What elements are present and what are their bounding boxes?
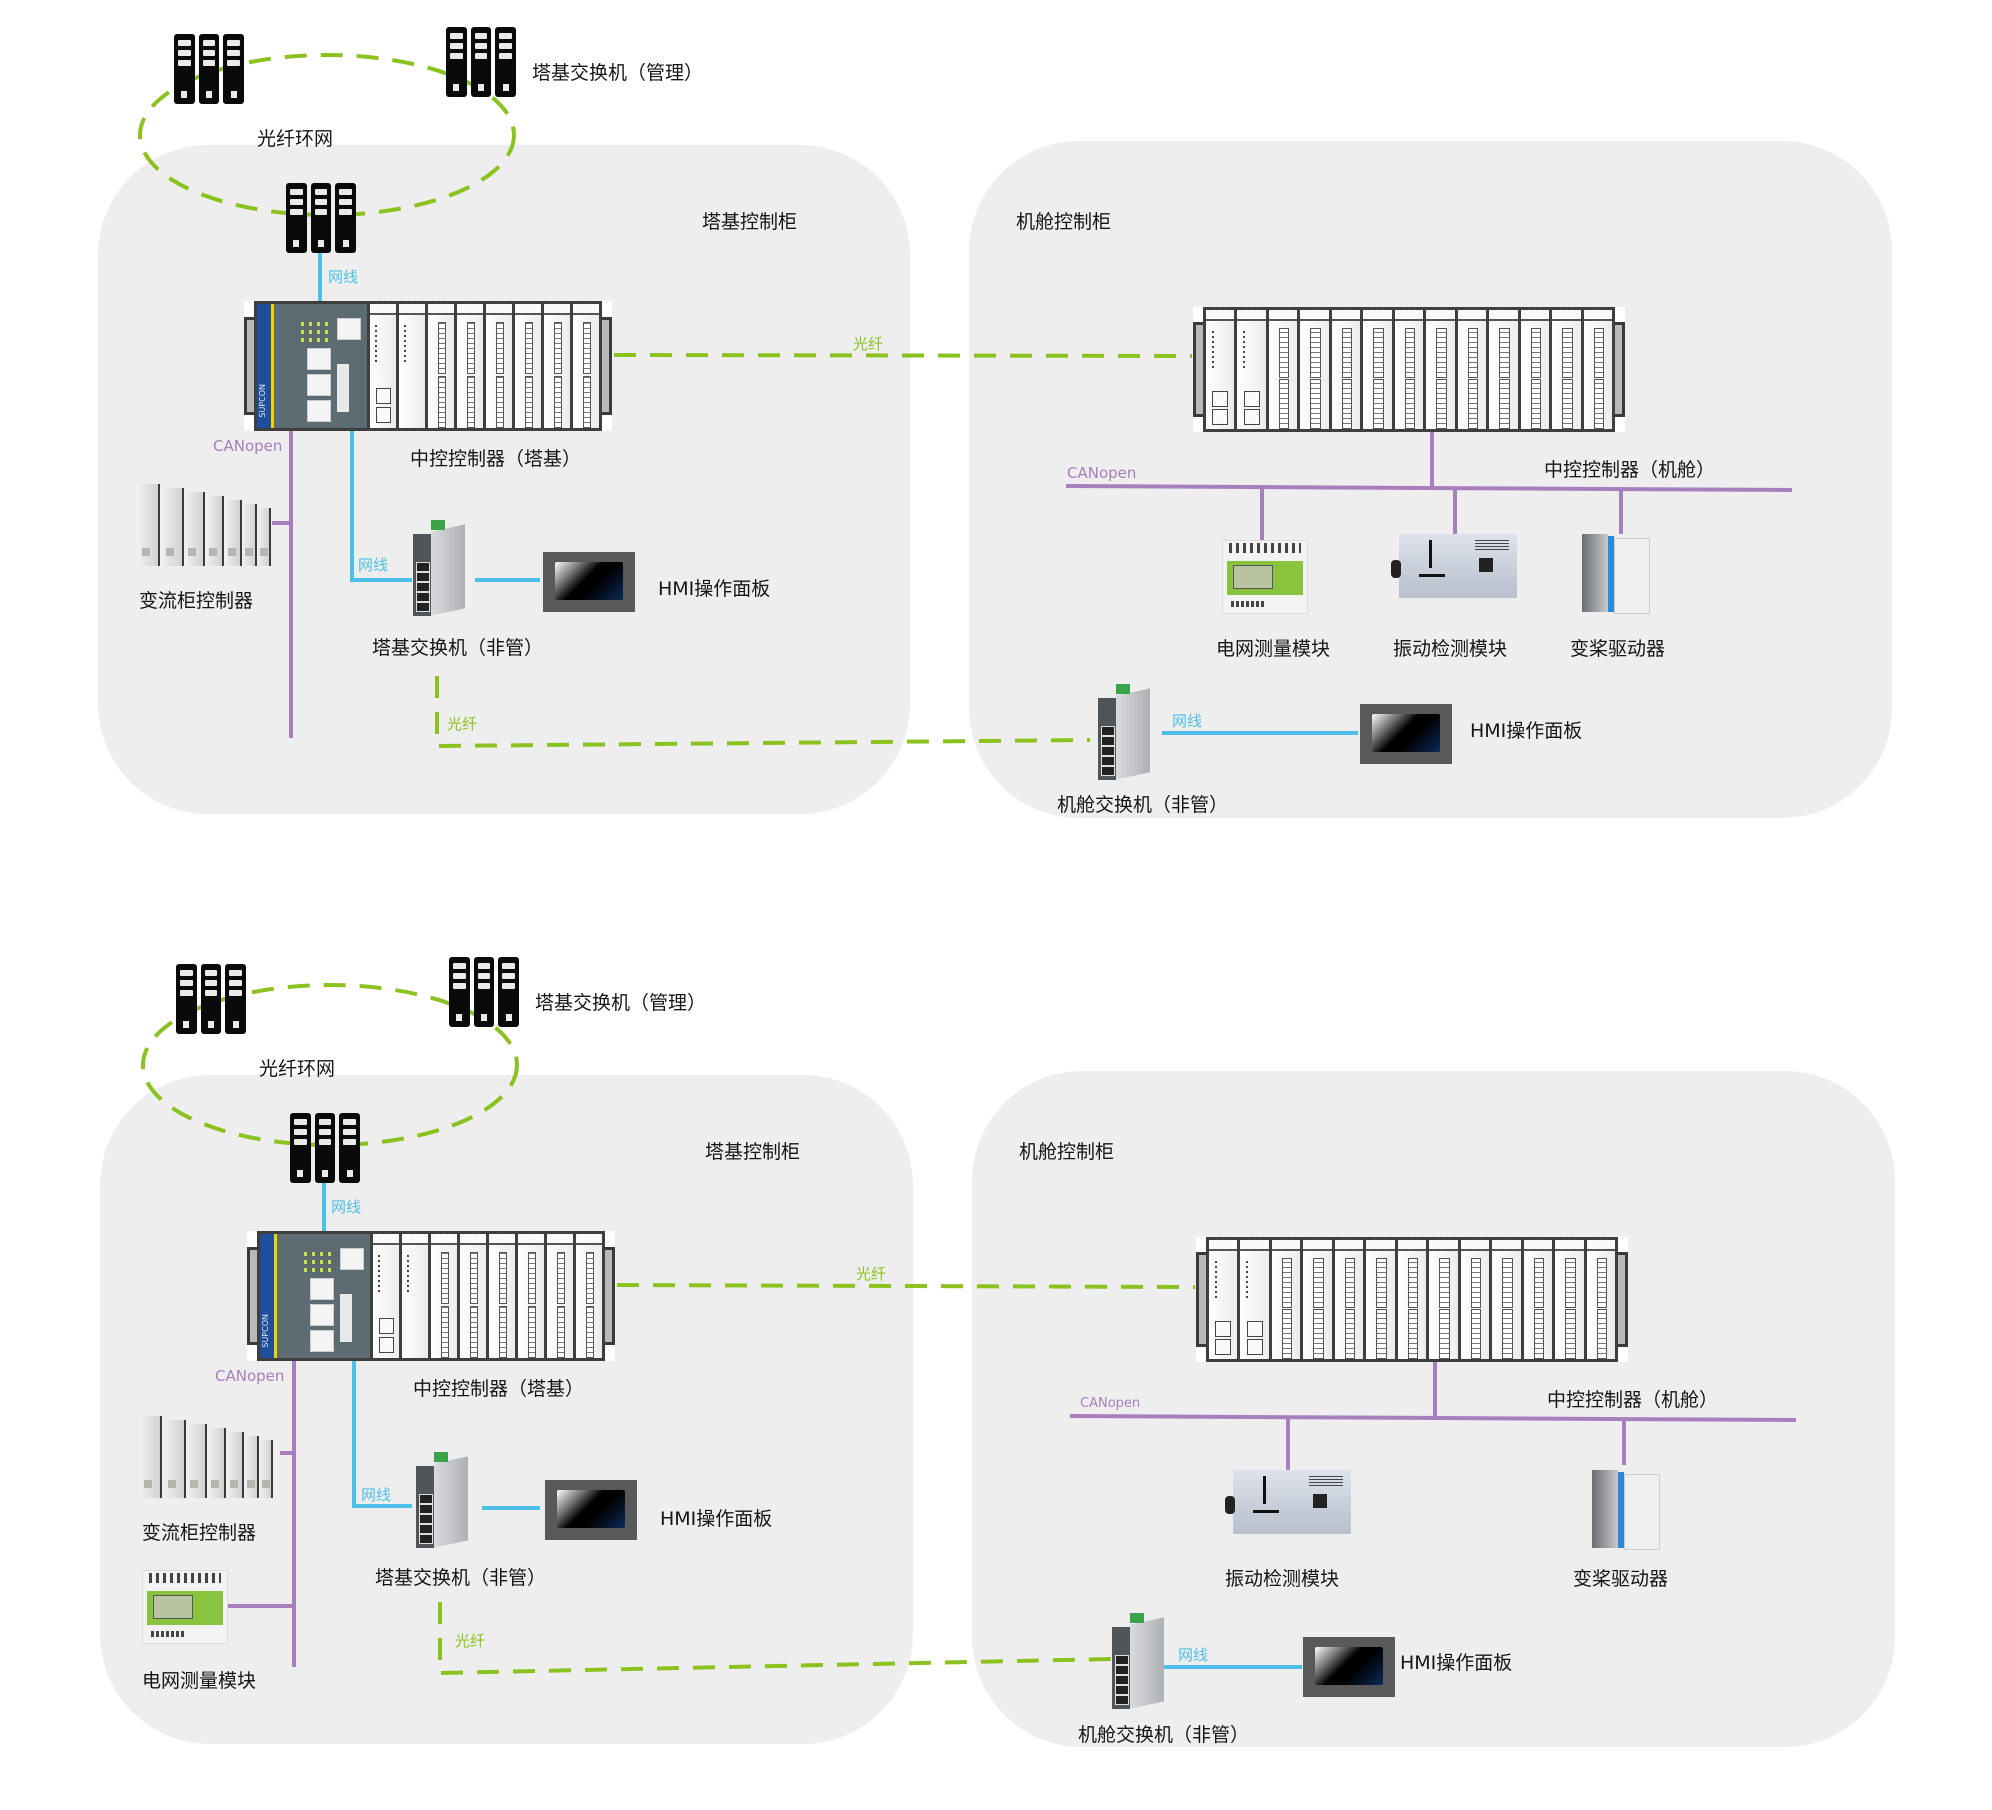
nacelle-switch-ethernet-label: 网线	[1178, 1646, 1209, 1664]
managed-switch-icon	[449, 957, 520, 1027]
nacelle-hmi-label: HMI操作面板	[1470, 720, 1583, 742]
uplink-ethernet-label: 网线	[331, 1198, 362, 1216]
diagram-top: 光纤环网 塔基交换机（管理） 网线 塔基控制柜 机舱控制柜 SUPCON CAN…	[0, 0, 1992, 880]
tower-switch-label: 塔基交换机（非管）	[375, 1567, 547, 1589]
nacelle-switch-label: 机舱交换机（非管）	[1057, 794, 1229, 816]
grid-meter-icon	[1222, 540, 1308, 614]
tower-switch-label: 塔基交换机（非管）	[372, 637, 544, 659]
tower-controller: SUPCON	[247, 1230, 615, 1361]
tower-controller: SUPCON	[244, 300, 612, 431]
nacelle-device-label-0: 电网测量模块	[1216, 638, 1331, 660]
canopen-label-nacelle: CANopen	[1080, 1396, 1141, 1411]
fiber-ring-label: 光纤环网	[257, 128, 334, 150]
tower-cabinet-title: 塔基控制柜	[705, 1141, 801, 1163]
nacelle-controller-label: 中控控制器（机舱）	[1544, 459, 1716, 481]
tower-controller-label: 中控控制器（塔基）	[410, 448, 582, 470]
nacelle-switch-icon	[1112, 1613, 1164, 1713]
ring-switch-icon	[174, 34, 245, 104]
fiber-ring-label: 光纤环网	[259, 1058, 336, 1080]
nacelle-device-label-0: 振动检测模块	[1225, 1568, 1340, 1590]
nacelle-device-label-1: 变桨驱动器	[1573, 1568, 1669, 1590]
tower-fiber-label: 光纤	[455, 1632, 486, 1650]
controller-brand: SUPCON	[258, 384, 267, 418]
controller-cpu-module: SUPCON	[260, 1234, 373, 1358]
nacelle-switch-ethernet-label: 网线	[1172, 712, 1203, 730]
canopen-label-nacelle: CANopen	[1067, 464, 1137, 482]
nacelle-cabinet-title: 机舱控制柜	[1019, 1141, 1115, 1163]
grid-meter-label: 电网测量模块	[142, 1670, 257, 1692]
managed-switch-label: 塔基交换机（管理）	[535, 992, 707, 1014]
converter-cabinet-icon	[137, 482, 272, 566]
nacelle-hmi-label: HMI操作面板	[1400, 1652, 1513, 1674]
vibration-module-icon	[1391, 534, 1517, 598]
converter-cabinet-icon	[139, 1414, 274, 1498]
nacelle-cabinet-title: 机舱控制柜	[1016, 211, 1112, 233]
converter-label: 变流柜控制器	[139, 590, 254, 612]
nacelle-hmi-icon	[1303, 1637, 1395, 1697]
tower-fiber-label: 光纤	[447, 715, 478, 733]
fiber-link-label: 光纤	[856, 1265, 887, 1283]
ring-switch-icon	[176, 964, 247, 1034]
nacelle-controller-label: 中控控制器（机舱）	[1547, 1389, 1719, 1411]
nacelle-hmi-icon	[1360, 704, 1452, 764]
tower-controller-label: 中控控制器（塔基）	[413, 1378, 585, 1400]
tower-cabinet-title: 塔基控制柜	[702, 211, 798, 233]
grid-meter-icon	[142, 1570, 228, 1644]
nacelle-switch-icon	[1098, 684, 1150, 784]
canopen-label-tower: CANopen	[215, 1367, 285, 1385]
controller-brand: SUPCON	[261, 1314, 270, 1348]
vibration-module-icon	[1225, 1470, 1351, 1534]
nacelle-device-label-2: 变桨驱动器	[1570, 638, 1666, 660]
converter-label: 变流柜控制器	[142, 1522, 257, 1544]
diagram-bottom: 光纤环网 塔基交换机（管理） 网线 塔基控制柜 机舱控制柜 SUPCON CAN…	[0, 930, 1992, 1810]
tower-hmi-label: HMI操作面板	[658, 578, 771, 600]
tower-ring-switch-icon	[290, 1113, 361, 1183]
uplink-ethernet-label: 网线	[328, 268, 359, 286]
tower-hmi-label: HMI操作面板	[660, 1508, 773, 1530]
tower-switch-icon	[413, 520, 465, 620]
tower-switch-ethernet-label: 网线	[358, 556, 389, 574]
nacelle-switch-label: 机舱交换机（非管）	[1078, 1724, 1250, 1746]
tower-switch-icon	[416, 1452, 468, 1552]
nacelle-controller	[1193, 306, 1625, 432]
tower-hmi-icon	[545, 1480, 637, 1540]
canopen-label-tower: CANopen	[213, 437, 283, 455]
fiber-link-label: 光纤	[853, 335, 884, 353]
tower-ring-switch-icon	[286, 183, 357, 253]
managed-switch-label: 塔基交换机（管理）	[532, 62, 704, 84]
nacelle-device-label-1: 振动检测模块	[1393, 638, 1508, 660]
pitch-drive-icon	[1582, 530, 1650, 614]
controller-cpu-module: SUPCON	[257, 304, 370, 428]
nacelle-controller	[1196, 1236, 1628, 1362]
managed-switch-icon	[446, 27, 517, 97]
tower-hmi-icon	[543, 552, 635, 612]
tower-cabinet-panel	[98, 145, 910, 814]
pitch-drive-icon	[1592, 1466, 1660, 1550]
tower-switch-ethernet-label: 网线	[361, 1486, 392, 1504]
